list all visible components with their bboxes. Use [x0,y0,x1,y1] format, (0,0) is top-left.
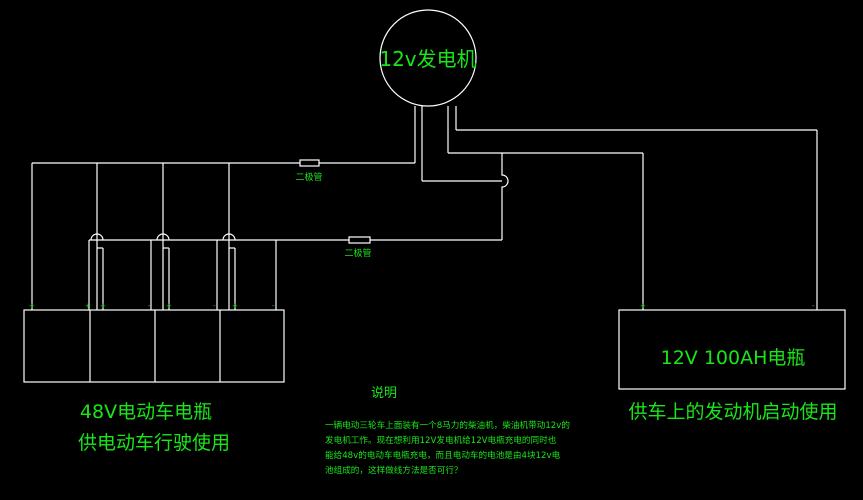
wire-bottom-bus [88,233,277,310]
diode-1 [299,159,320,167]
notes-heading: 说明 [371,386,397,401]
diode-2 [348,236,371,244]
generator-circle [379,9,477,107]
svg-text:-: - [272,302,275,310]
battery-48v-bank [23,309,285,383]
notes-line: 能给48v的电动车电瓶充电，而且电动车的电池是由4块12v电 [325,449,561,461]
battery-48v-terminals: + + + - + - + - [29,302,275,310]
notes-line: 一辆电动三轮车上面装有一个8马力的柴油机，柴油机带动12v的 [325,419,570,431]
battery-12v [618,309,846,390]
diode-1-label: 二极管 [295,171,322,183]
battery-48v-subtitle: 供电动车行驶使用 [78,432,230,454]
notes-line: 池组成的，这样做线方法是否可行？ [325,464,463,476]
wire-top [31,162,415,310]
battery-12v-subtitle: 供车上的发动机启动使用 [628,401,837,423]
svg-text:+: + [29,302,35,310]
notes-body: 一辆电动三轮车上面装有一个8马力的柴油机，柴油机带动12v的 发电机工作。现在想… [325,419,570,476]
svg-text:+: + [166,302,172,310]
battery-12v-title: 12V 100AH电瓶 [661,347,806,369]
svg-text:-: - [148,302,151,310]
generator-leads [414,106,457,181]
battery-48v-title: 48V电动车电瓶 [80,401,212,423]
battery-12v-terminal-pos: + [640,302,646,310]
svg-text:+: + [232,302,238,310]
battery-12v-terminal-neg: - [812,302,815,310]
svg-text:-: - [213,302,216,310]
svg-text:+: + [100,302,106,310]
notes-line: 发电机工作。现在想利用12V发电机给12V电瓶充电的同时也 [325,434,557,446]
svg-text:+: + [85,302,91,310]
diode-2-label: 二极管 [344,247,371,259]
wire-middle [89,129,818,310]
generator-label: 12v发电机 [379,47,476,71]
